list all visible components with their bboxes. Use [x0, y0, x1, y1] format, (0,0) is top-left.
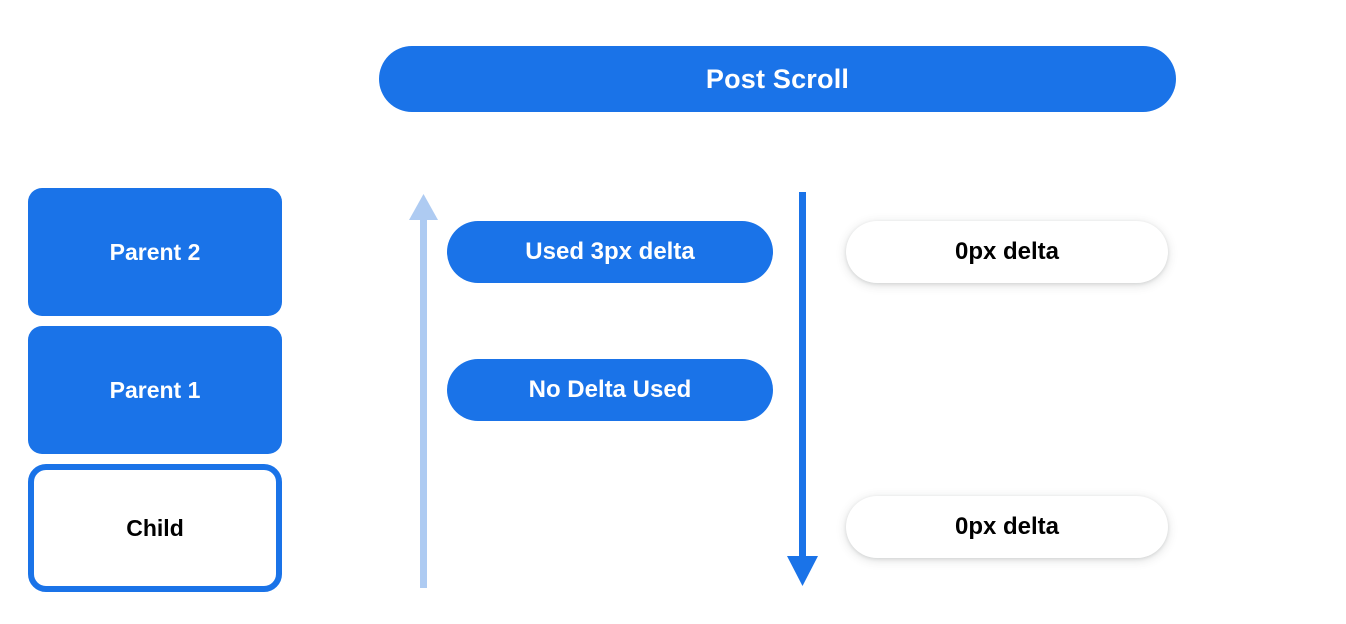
right-pill-zero-delta-bottom: 0px delta — [846, 496, 1168, 558]
center-pill-used-delta: Used 3px delta — [447, 221, 773, 283]
node-child-label: Child — [126, 514, 184, 541]
right-pill-zero-delta-top: 0px delta — [846, 221, 1168, 283]
center-pill-no-delta: No Delta Used — [447, 359, 773, 421]
post-scroll-banner-label: Post Scroll — [705, 63, 850, 94]
node-parent-2-label: Parent 2 — [109, 238, 201, 265]
node-child: Child — [28, 464, 282, 592]
center-pill-no-delta-label: No Delta Used — [528, 376, 692, 403]
scroll-up-arrow-icon — [409, 194, 438, 588]
right-pill-zero-delta-bottom-label: 0px delta — [954, 513, 1060, 540]
post-scroll-banner: Post Scroll — [379, 46, 1176, 112]
node-parent-2: Parent 2 — [28, 188, 282, 316]
node-parent-1: Parent 1 — [28, 326, 282, 454]
node-hierarchy-stack: Parent 2 Parent 1 Child — [28, 188, 282, 592]
node-parent-1-label: Parent 1 — [109, 376, 201, 403]
center-pill-used-delta-label: Used 3px delta — [525, 238, 695, 265]
right-pill-zero-delta-top-label: 0px delta — [954, 238, 1060, 265]
scroll-down-arrow-icon — [787, 192, 818, 586]
